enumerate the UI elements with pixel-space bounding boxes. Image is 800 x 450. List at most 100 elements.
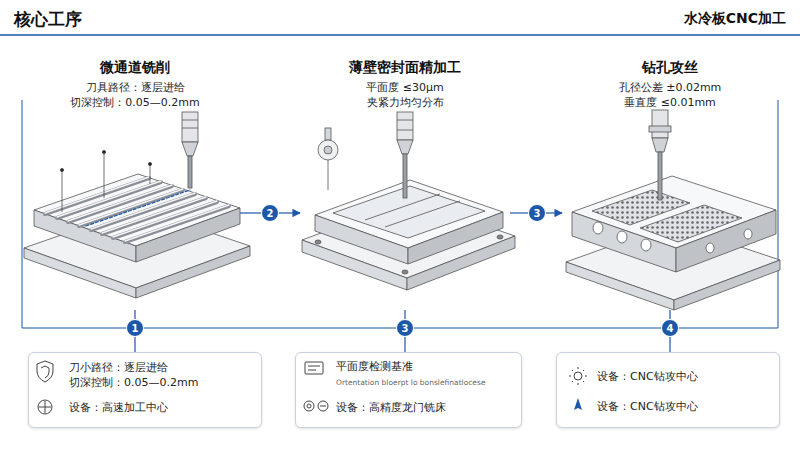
leader-marks-part bbox=[60, 168, 63, 171]
milling-plate-part bbox=[34, 174, 240, 246]
step-circle: 3 bbox=[528, 204, 546, 222]
art-part-part bbox=[125, 206, 229, 242]
milling-tool bbox=[182, 112, 198, 188]
art-part-part bbox=[102, 197, 206, 233]
process-panel: 薄壁密封面精加工平面度 ≤30μm夹紧力均匀分布 bbox=[300, 50, 510, 310]
step-spec: 平面度 ≤30μm bbox=[366, 80, 443, 95]
drilling-block-part bbox=[566, 224, 780, 300]
art-part-part bbox=[113, 202, 217, 238]
circle-fill bbox=[397, 320, 414, 337]
drilling-block-part bbox=[674, 260, 780, 310]
drilling-block-part bbox=[640, 205, 742, 242]
step-heading: 钻孔攻丝 bbox=[642, 58, 698, 76]
flow-connector bbox=[404, 337, 405, 352]
sealing-plate-part bbox=[315, 215, 408, 264]
drilling-block-part bbox=[566, 262, 674, 310]
art-part-part bbox=[113, 201, 217, 237]
finishing-tool-part bbox=[397, 130, 413, 131]
flow-connector bbox=[510, 212, 528, 213]
equipment-text: 设备：CNC钻攻中心 bbox=[597, 400, 773, 414]
drilling-block-part bbox=[706, 243, 714, 253]
sealing-plate-part bbox=[497, 235, 503, 239]
leader-marks-part bbox=[102, 150, 105, 153]
art-part-part bbox=[102, 198, 206, 234]
milling-plate-part bbox=[34, 210, 136, 262]
frame-line-part bbox=[22, 100, 778, 328]
flow-connector bbox=[134, 310, 135, 319]
header-label: 水冷板CNC加工 bbox=[684, 10, 786, 28]
leader-marks-part bbox=[150, 164, 151, 184]
drilling-block-part bbox=[592, 190, 690, 225]
equipment-text: 设备：高速加工中心 bbox=[69, 401, 255, 415]
finishing-tool bbox=[397, 112, 413, 198]
drilling-block bbox=[566, 176, 780, 310]
flow-connector bbox=[279, 212, 300, 213]
callout-number: 1 bbox=[126, 319, 144, 337]
sealing-plate-part bbox=[333, 186, 485, 238]
step-spec: 垂直度 ≤0.01mm bbox=[624, 95, 716, 110]
drilling-tool-part bbox=[649, 126, 671, 132]
leader-marks bbox=[60, 150, 151, 212]
sealing-plate-part bbox=[302, 200, 515, 278]
circle-fill bbox=[262, 205, 279, 222]
flow-connector bbox=[546, 212, 562, 213]
step-circle: 4 bbox=[661, 319, 679, 337]
drilling-tool-part bbox=[658, 152, 662, 200]
step-spec: 刀具路径：逐层进给 bbox=[86, 80, 185, 95]
sealing-plate-part bbox=[385, 201, 460, 227]
milling-plate-part bbox=[24, 248, 136, 298]
step-heading: 微通道铣削 bbox=[100, 58, 170, 76]
milling-plate-part bbox=[136, 246, 250, 298]
flow-connector bbox=[134, 337, 135, 352]
equipment-box: 刀小路径：逐层进给切深控制：0.05—0.2mm设备：高速加工中心 bbox=[28, 352, 262, 428]
step-spec: 切深控制：0.05—0.2mm bbox=[70, 95, 199, 110]
leader-marks-part bbox=[62, 170, 63, 212]
flow-connector bbox=[404, 310, 405, 319]
art-part-part bbox=[79, 189, 183, 225]
step-heading: 薄壁密封面精加工 bbox=[349, 58, 461, 76]
art-part-part bbox=[57, 181, 161, 217]
milling-tool-part bbox=[182, 112, 198, 142]
drilling-tool-part bbox=[652, 110, 668, 138]
process-panel: 钻孔攻丝孔径公差 ±0.02mm垂直度 ≤0.01mm bbox=[562, 50, 778, 310]
step-circle: 2 bbox=[261, 204, 279, 222]
drilling-block-part bbox=[572, 212, 676, 272]
art-part-part bbox=[79, 190, 183, 226]
circle-fill bbox=[127, 320, 144, 337]
milling-tool-part bbox=[182, 128, 198, 129]
probe-gauge-part bbox=[325, 128, 331, 140]
milling-plate bbox=[24, 174, 250, 298]
sealing-plate-part bbox=[315, 180, 503, 248]
drilling-tool-part bbox=[652, 138, 668, 152]
art-part-part bbox=[91, 193, 195, 229]
drilling-block-part bbox=[744, 229, 752, 239]
drilling-tool bbox=[649, 110, 671, 200]
finishing-tool-part bbox=[397, 140, 413, 154]
flow-connector bbox=[669, 337, 670, 352]
probe-gauge-part bbox=[324, 146, 332, 154]
finishing-tool-part bbox=[397, 120, 413, 121]
equipment-box: 平面度检测基准 Ortentation bloerpt lo bonslefina… bbox=[295, 352, 522, 428]
equipment-text: 切深控制：0.05—0.2mm bbox=[69, 376, 255, 390]
milling-tool-part bbox=[188, 156, 192, 188]
art-part-part bbox=[91, 194, 195, 230]
sealing-plate-part bbox=[365, 194, 440, 220]
art-part-part bbox=[125, 205, 229, 241]
sealing-plate-part bbox=[302, 240, 407, 290]
sealing-plate-part bbox=[407, 236, 515, 290]
circle-fill bbox=[529, 205, 546, 222]
leader-marks-part bbox=[148, 162, 151, 165]
step-spec: 夹紧力均匀分布 bbox=[367, 95, 444, 110]
equipment-text: Ortentation bloerpt lo bonslefinatlocese bbox=[336, 378, 515, 388]
step-circle: 3 bbox=[396, 319, 414, 337]
probe-gauge-part bbox=[318, 140, 338, 160]
milling-fins bbox=[45, 177, 229, 242]
equipment-text: 平面度检测基准 bbox=[336, 360, 515, 374]
equipment-text: 设备：高精度龙门铣床 bbox=[336, 401, 515, 415]
milling-fins-part bbox=[86, 190, 190, 226]
sealing-plate-part bbox=[408, 212, 503, 264]
milling-plate-part bbox=[136, 208, 240, 262]
step-circle: 1 bbox=[126, 319, 144, 337]
drilling-block-part bbox=[572, 176, 776, 248]
